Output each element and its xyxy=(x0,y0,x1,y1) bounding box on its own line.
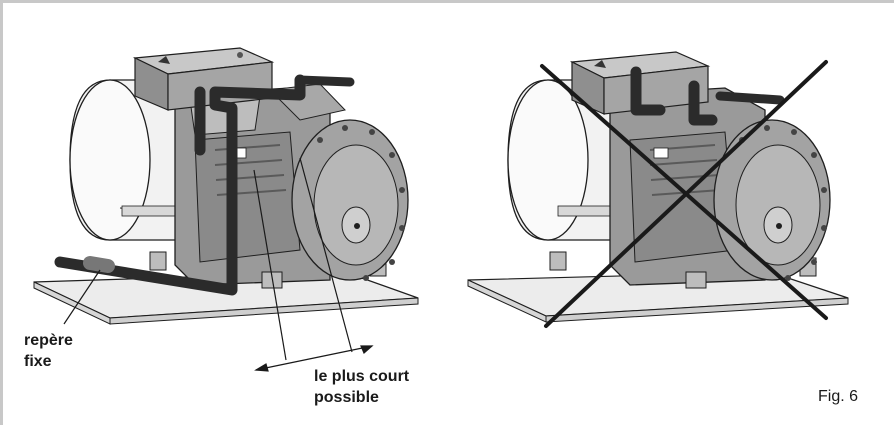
compressor-body-left xyxy=(132,47,387,289)
front-flange-right xyxy=(713,119,831,281)
front-flange-left xyxy=(291,119,409,281)
pipe-routing-left xyxy=(54,74,355,296)
pipe-stubs-right xyxy=(630,66,785,126)
shortest-possible-label-line2: possible xyxy=(314,389,379,406)
incorrect-installation-illustration xyxy=(467,51,849,328)
frame-top-border xyxy=(0,0,894,3)
fixed-mark-label-line1: repère xyxy=(24,332,73,349)
frame-left-border xyxy=(0,0,3,425)
fixed-mark-label: repère fixe xyxy=(24,330,73,372)
fixed-mark-label-line2: fixe xyxy=(24,353,52,370)
shortest-possible-label-line1: le plus court xyxy=(314,368,410,385)
dimension-lines xyxy=(63,157,374,372)
shortest-possible-label: le plus court possible xyxy=(314,366,409,408)
correct-installation-illustration xyxy=(33,47,419,372)
figure-caption: Fig. 6 xyxy=(818,388,859,405)
cross-out-mark xyxy=(540,60,828,328)
electric-motor-left xyxy=(69,79,201,241)
